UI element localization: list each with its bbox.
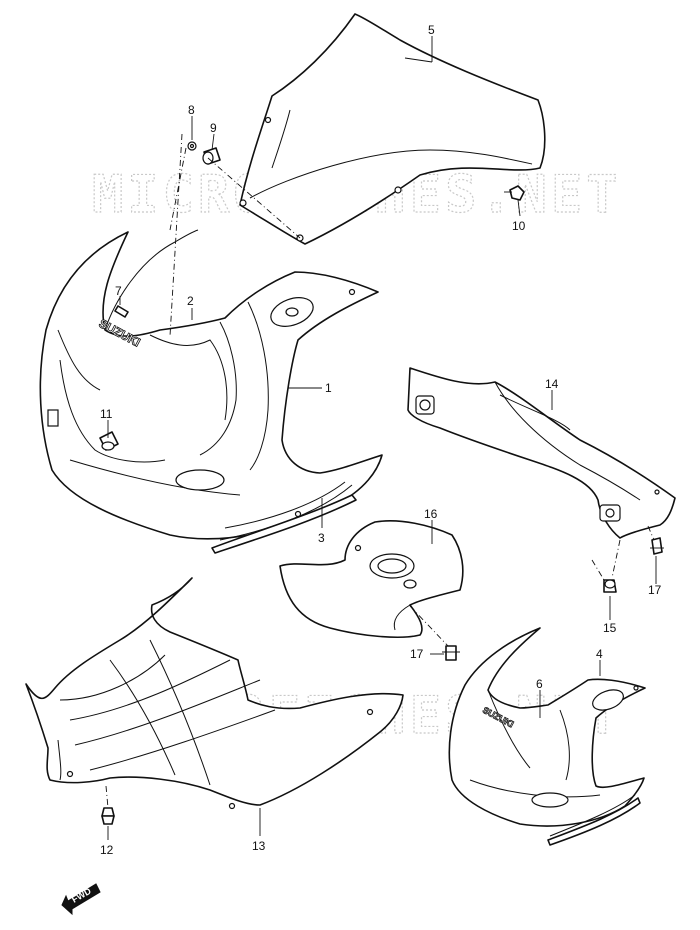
fastener-17b	[442, 645, 460, 661]
callout-1: 1	[325, 381, 332, 395]
fastener-7	[114, 305, 129, 318]
fwd-arrow-icon: FWD	[61, 883, 101, 916]
assembly-line	[105, 785, 109, 809]
callout-11: 11	[100, 407, 113, 421]
callout-17-right: 17	[648, 583, 662, 597]
part-4-cowling-assembly: SUZUKI	[448, 627, 646, 846]
callout-12: 13	[252, 839, 266, 853]
assembly-line	[611, 539, 621, 579]
callout-7: 7	[115, 284, 122, 298]
assembly-line	[409, 605, 449, 647]
fastener-10	[504, 185, 525, 201]
part-16-inner-cover	[279, 520, 464, 639]
fastener-13	[101, 807, 115, 825]
callout-10: 10	[512, 219, 526, 233]
callout-3: 3	[318, 531, 325, 545]
callout-5: 6	[536, 677, 543, 691]
part-12-inner-cowling	[25, 577, 404, 810]
callout-9: 9	[210, 121, 217, 135]
assembly-line	[591, 559, 605, 581]
part-6-windscreen	[239, 13, 546, 245]
callout-15: 15	[603, 621, 617, 635]
callout-2: 2	[187, 294, 194, 308]
part-14-inner-panel	[407, 367, 676, 539]
callout-6: 5	[428, 23, 435, 37]
callout-14: 14	[545, 377, 559, 391]
assembly-line	[169, 147, 187, 231]
part-1-upper-cowling: SUZUKI	[39, 229, 383, 548]
callout-16: 16	[424, 507, 438, 521]
assembly-line	[647, 525, 655, 541]
fastener-17a	[650, 537, 664, 555]
callout-17-center: 17	[410, 647, 424, 661]
callout-4: 4	[596, 647, 603, 661]
part-3-side-strip	[211, 494, 357, 554]
fastener-8	[187, 141, 197, 151]
fastener-15	[603, 579, 617, 593]
callout-8: 8	[188, 103, 195, 117]
callout-13: 12	[100, 843, 114, 857]
